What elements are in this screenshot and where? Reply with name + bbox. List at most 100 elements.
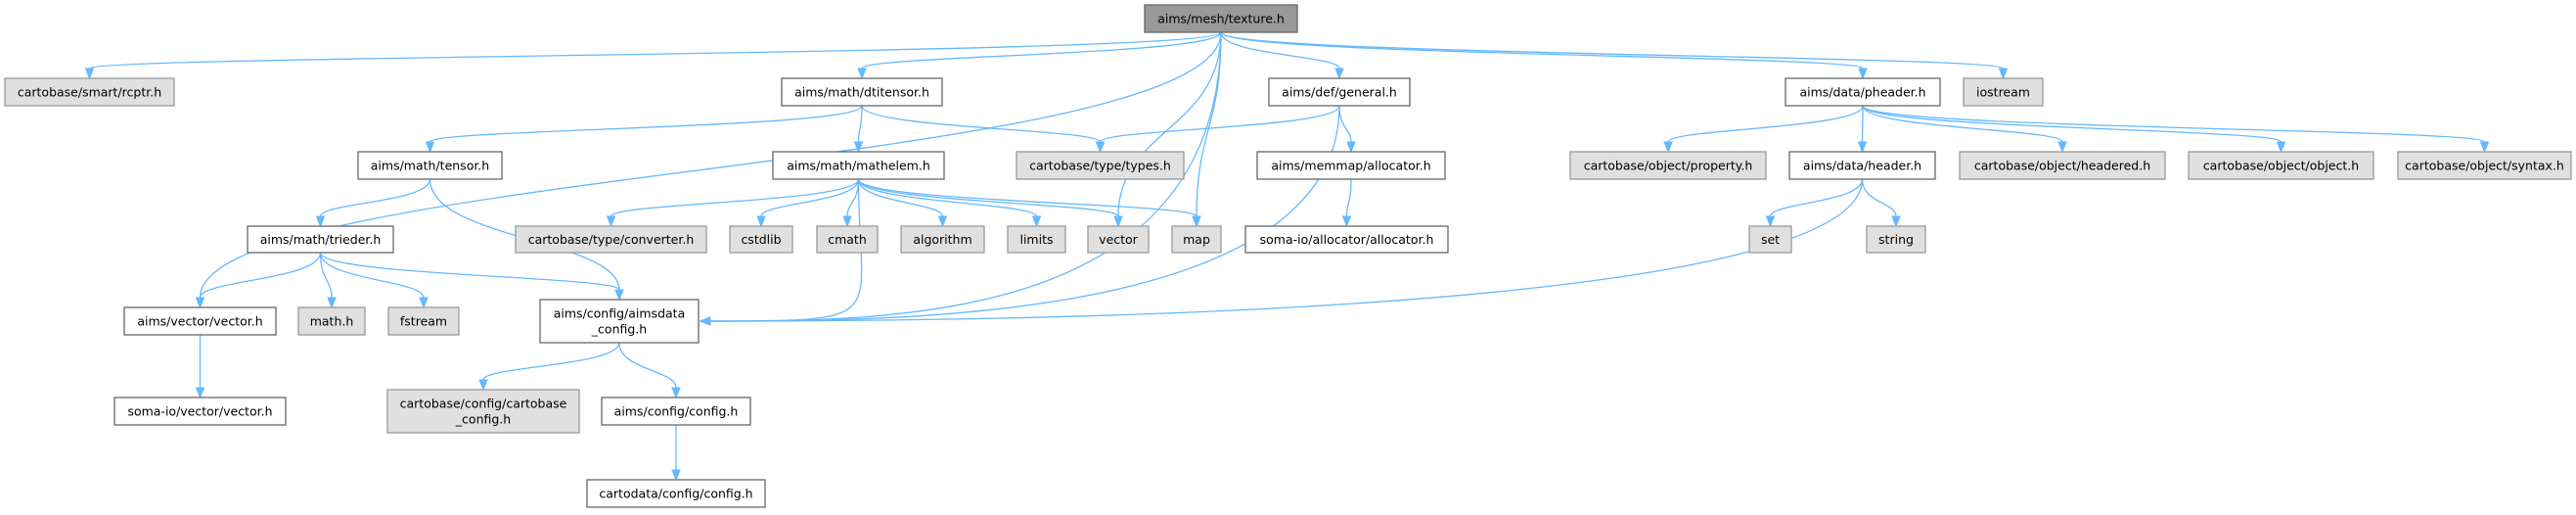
node-label: set [1761, 232, 1780, 247]
node-mathelem[interactable]: aims/math/mathelem.h [772, 151, 945, 180]
node-label: aims/data/header.h [1803, 159, 1921, 173]
node-label: aims/config/aimsdata [554, 306, 685, 321]
arrowhead-texture-to-general [1334, 68, 1344, 80]
arrowhead-dtitensor-to-tensor [425, 141, 435, 154]
node-box [1748, 225, 1792, 254]
node-iostream: iostream [1963, 77, 2044, 107]
arrowhead-trieder-to-aimsvector [195, 297, 205, 309]
arrowhead-mathelem-to-map [1192, 215, 1201, 228]
node-box [816, 225, 879, 254]
node-headered: cartobase/object/headered.h [1959, 151, 2166, 180]
node-box [386, 389, 580, 434]
arrowhead-aimsconfig-to-cartodataconfig [671, 469, 681, 482]
node-trieder[interactable]: aims/math/trieder.h [247, 225, 394, 254]
edge-pheader-to-property [1667, 105, 1864, 143]
node-label: cartodata/config/config.h [599, 487, 752, 501]
node-rcptr: cartobase/smart/rcptr.h [4, 77, 175, 107]
node-label: soma-io/allocator/allocator.h [1260, 232, 1434, 247]
arrowhead-general-to-types [1095, 141, 1106, 154]
arrowhead-texture-to-rcptr [84, 68, 95, 80]
node-pheader[interactable]: aims/data/pheader.h [1785, 77, 1941, 107]
node-label: math.h [310, 314, 354, 329]
node-box [1256, 151, 1446, 180]
node-box [1569, 151, 1767, 180]
node-cartodataconfig[interactable]: cartodata/config/config.h [586, 479, 766, 508]
edge-texture-to-dtitensor [861, 31, 1222, 70]
node-algorithm: algorithm [900, 225, 985, 254]
arrowhead-header-to-set [1765, 215, 1776, 228]
node-mathh: math.h [297, 306, 366, 336]
node-box [729, 225, 793, 254]
node-somavector[interactable]: soma-io/vector/vector.h [113, 397, 287, 426]
node-label: aims/data/pheader.h [1799, 85, 1925, 100]
edge-texture-to-pheader [1220, 31, 1864, 70]
edge-texture-to-stdvector [1117, 31, 1222, 217]
node-cartobaseconfig: cartobase/config/cartobase_config.h [386, 389, 580, 434]
node-memalloc[interactable]: aims/memmap/allocator.h [1256, 151, 1446, 180]
edge-dtitensor-to-types [861, 105, 1102, 143]
node-box [1963, 77, 2044, 107]
edge-mathelem-to-cstdlib [760, 178, 860, 217]
node-box [113, 397, 287, 426]
arrowhead-dtitensor-to-mathelem [853, 141, 864, 154]
arrowhead-trieder-to-fstream [419, 297, 429, 309]
node-label: cartobase/type/types.h [1029, 159, 1171, 173]
node-header[interactable]: aims/data/header.h [1788, 151, 1936, 180]
node-label: cartobase/smart/rcptr.h [18, 85, 161, 100]
node-aimsvector[interactable]: aims/vector/vector.h [123, 306, 277, 336]
node-label: aims/math/dtitensor.h [794, 85, 929, 100]
node-general[interactable]: aims/def/general.h [1268, 77, 1411, 107]
node-aimsconfig[interactable]: aims/config/config.h [601, 397, 751, 426]
edge-pheader-to-object [1862, 105, 2282, 143]
node-cmath: cmath [816, 225, 879, 254]
edge-trieder-to-aimsdataconfig [319, 252, 620, 291]
node-box [1007, 225, 1066, 254]
node-box [900, 225, 985, 254]
arrowhead-mathelem-to-converter [606, 215, 616, 228]
node-label: cstdlib [741, 232, 781, 247]
node-limits: limits [1007, 225, 1066, 254]
arrowhead-aimsvector-to-somavector [195, 387, 205, 399]
edge-mathelem-to-map [857, 178, 1198, 217]
edge-aimsdataconfig-to-cartobaseconfig [482, 342, 620, 381]
arrowhead-trieder-to-aimsdataconfig [614, 289, 624, 302]
edge-mathelem-to-algorithm [857, 178, 944, 217]
arrowhead-mathelem-to-limits [1031, 215, 1042, 228]
node-box [247, 225, 394, 254]
node-label: limits [1019, 232, 1053, 247]
node-fstream: fstream [387, 306, 460, 336]
node-tensor[interactable]: aims/math/tensor.h [357, 151, 503, 180]
arrowhead-tensor-to-trieder [315, 215, 326, 228]
node-label: _config.h [455, 412, 511, 427]
edge-dtitensor-to-mathelem [857, 105, 863, 143]
nodes-layer: aims/mesh/texture.h cartobase/smart/rcptr… [4, 4, 2572, 508]
arrowhead-header-to-string [1891, 215, 1901, 228]
node-stdvector: vector [1087, 225, 1150, 254]
edge-general-to-memalloc [1338, 105, 1352, 143]
edge-mathelem-to-converter [610, 178, 860, 217]
edge-pheader-to-header [1861, 105, 1864, 143]
node-label: aims/config/config.h [614, 404, 739, 419]
node-dtitensor[interactable]: aims/math/dtitensor.h [781, 77, 943, 107]
node-somaalloc[interactable]: soma-io/allocator/allocator.h [1244, 225, 1449, 254]
edge-trieder-to-aimsvector [199, 252, 322, 299]
edge-memalloc-to-somaalloc [1345, 178, 1352, 217]
node-label: iostream [1976, 85, 2030, 100]
node-label: aims/def/general.h [1282, 85, 1397, 100]
edge-header-to-aimsdataconfig [709, 178, 1864, 322]
node-property: cartobase/object/property.h [1569, 151, 1767, 180]
node-box [539, 299, 700, 344]
arrowhead-mathelem-to-cstdlib [756, 215, 766, 228]
node-box [357, 151, 503, 180]
arrowhead-pheader-to-property [1663, 141, 1673, 154]
node-box [1866, 225, 1926, 254]
node-box [1016, 151, 1185, 180]
node-box [515, 225, 707, 254]
node-label: string [1878, 232, 1914, 247]
node-aimsdataconfig[interactable]: aims/config/aimsdata_config.h [539, 299, 700, 344]
arrowhead-aimsdataconfig-to-aimsconfig [671, 387, 681, 399]
arrowhead-pheader-to-headered [2057, 141, 2067, 154]
node-texture[interactable]: aims/mesh/texture.h [1144, 4, 1298, 33]
node-label: aims/math/trieder.h [260, 232, 382, 247]
